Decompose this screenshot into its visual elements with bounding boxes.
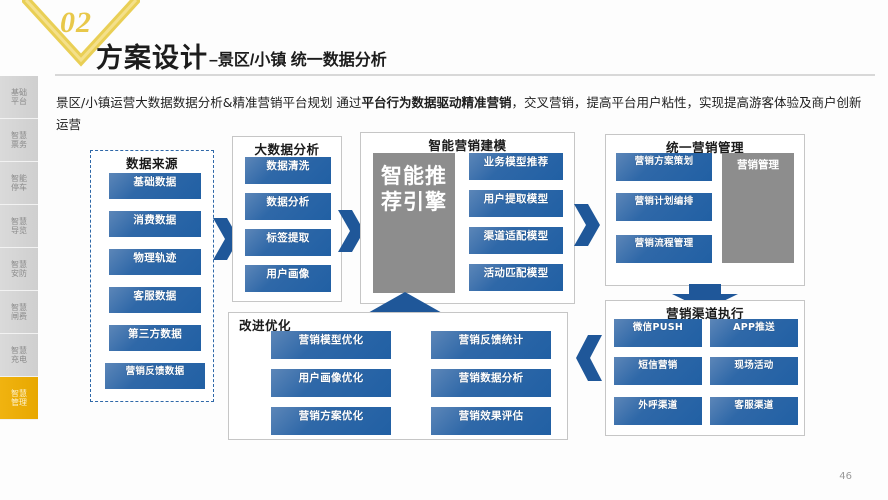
page-title-main: 方案设计 <box>96 43 208 74</box>
panel-title-unified-marketing: 统一营销管理 <box>665 140 744 155</box>
sidebar-item-1[interactable]: 智慧票务 <box>0 119 38 162</box>
sidebar-item-0[interactable]: 基础平台 <box>0 76 38 119</box>
chip-data-source-2[interactable]: 物理轨迹 <box>109 249 201 275</box>
sidebar-item-label-line1: 智慧 <box>11 389 27 398</box>
panel-title-big-data: 大数据分析 <box>254 142 320 157</box>
sidebar-item-label-line1: 智慧 <box>11 131 27 140</box>
intro-bold: 平台行为数据驱动精准营销 <box>361 95 512 110</box>
chip-big-data-3[interactable]: 用户画像 <box>245 265 331 292</box>
arrow-right-modeling-to-management <box>574 204 600 246</box>
chip-channel-right-0[interactable]: APP推送 <box>710 319 798 347</box>
page-number: 46 <box>839 471 852 482</box>
title-divider <box>55 74 875 76</box>
chip-improve-right-1[interactable]: 营销数据分析 <box>431 369 551 397</box>
arrow-right-bigdata-to-modeling <box>338 210 364 252</box>
sidebar-item-6[interactable]: 智慧充电 <box>0 334 38 377</box>
chip-improve-left-0[interactable]: 营销模型优化 <box>271 331 391 359</box>
arrow-up-improve-to-modeling <box>366 292 444 322</box>
panel-data-source: 数据来源 基础数据 消费数据 物理轨迹 客服数据 第三方数据 营销反馈数据 <box>90 150 214 402</box>
section-badge: 02 <box>22 0 140 74</box>
chip-channel-right-1[interactable]: 现场活动 <box>710 357 798 385</box>
chip-improve-right-0[interactable]: 营销反馈统计 <box>431 331 551 359</box>
chip-improve-right-2[interactable]: 营销效果评估 <box>431 407 551 435</box>
section-badge-number: 02 <box>60 6 92 39</box>
panel-title-channel-execution: 营销渠道执行 <box>665 306 744 321</box>
chip-channel-right-2[interactable]: 客服渠道 <box>710 397 798 425</box>
chip-smart-marketing-0[interactable]: 业务模型推荐 <box>469 153 563 180</box>
chip-data-source-3[interactable]: 客服数据 <box>109 287 201 313</box>
chip-data-source-0[interactable]: 基础数据 <box>109 173 201 199</box>
page-title: 方案设计–景区/小镇 统一数据分析 <box>96 36 387 75</box>
sidebar-item-5[interactable]: 智慧闸费 <box>0 291 38 334</box>
sidebar-item-label-line2: 闸费 <box>11 312 27 321</box>
chip-smart-marketing-1[interactable]: 用户提取模型 <box>469 190 563 217</box>
panel-title-smart-marketing: 智能营销建模 <box>428 138 507 153</box>
sidebar-item-label-line1: 智慧 <box>11 346 27 355</box>
sidebar-item-7-active[interactable]: 智慧管理 <box>0 377 38 420</box>
panel-channel-execution: 营销渠道执行 微信PUSH 短信营销 外呼渠道 APP推送 现场活动 客服渠道 <box>605 300 805 436</box>
panel-big-data: 大数据分析 数据清洗 数据分析 标签提取 用户画像 <box>232 136 342 302</box>
chip-big-data-1[interactable]: 数据分析 <box>245 193 331 220</box>
intro-part1: 景区/小镇运营大数据数据分析&精准营销平台规划 通过 <box>56 95 362 110</box>
slide-header: 02 方案设计–景区/小镇 统一数据分析 <box>0 0 888 76</box>
sidebar-nav[interactable]: 基础平台 智慧票务 智能停车 智慧导览 智慧安防 智慧闸费 智慧充电 智慧管理 <box>0 76 38 426</box>
sidebar-item-label-line2: 管理 <box>11 398 27 407</box>
sidebar-item-2[interactable]: 智能停车 <box>0 162 38 205</box>
arrow-left-channel-to-improve <box>576 335 602 381</box>
sidebar-item-label-line1: 智慧 <box>11 303 27 312</box>
chip-big-data-2[interactable]: 标签提取 <box>245 229 331 256</box>
panel-title-data-source: 数据来源 <box>125 156 178 171</box>
chip-smart-marketing-3[interactable]: 活动匹配模型 <box>469 264 563 291</box>
page-title-sub: –景区/小镇 统一数据分析 <box>209 52 387 69</box>
sidebar-item-4[interactable]: 智慧安防 <box>0 248 38 291</box>
chip-smart-marketing-2[interactable]: 渠道适配模型 <box>469 227 563 254</box>
panel-unified-marketing: 统一营销管理 营销方案策划 营销计划编排 营销流程管理 营销管理 <box>605 134 805 286</box>
sidebar-item-label-line1: 智慧 <box>11 217 27 226</box>
sidebar-item-3[interactable]: 智慧导览 <box>0 205 38 248</box>
chip-data-source-1[interactable]: 消费数据 <box>109 211 201 237</box>
sidebar-item-label-line2: 平台 <box>11 97 27 106</box>
chip-channel-left-2[interactable]: 外呼渠道 <box>614 397 702 425</box>
panel-title-improve-optimize: 改进优化 <box>239 318 292 333</box>
chip-data-source-5[interactable]: 营销反馈数据 <box>105 363 205 389</box>
chip-improve-left-1[interactable]: 用户画像优化 <box>271 369 391 397</box>
engine-box-recommendation[interactable]: 智能推荐引擎 <box>373 153 455 293</box>
sidebar-item-label-line1: 基础 <box>11 88 27 97</box>
arrow-down-management-to-channel <box>672 284 738 310</box>
chip-channel-left-0[interactable]: 微信PUSH <box>614 319 702 347</box>
sidebar-item-label-line1: 智能 <box>11 174 27 183</box>
sidebar-item-label-line2: 导览 <box>11 226 27 235</box>
chevron-down-icon <box>22 0 140 67</box>
chip-channel-left-1[interactable]: 短信营销 <box>614 357 702 385</box>
chip-unified-marketing-2[interactable]: 营销流程管理 <box>616 235 712 263</box>
chip-big-data-0[interactable]: 数据清洗 <box>245 157 331 184</box>
sidebar-item-label-line2: 安防 <box>11 269 27 278</box>
chip-unified-marketing-0[interactable]: 营销方案策划 <box>616 153 712 181</box>
chip-improve-left-2[interactable]: 营销方案优化 <box>271 407 391 435</box>
chip-data-source-4[interactable]: 第三方数据 <box>109 325 201 351</box>
gray-box-marketing-management[interactable]: 营销管理 <box>722 153 794 263</box>
intro-paragraph: 景区/小镇运营大数据数据分析&精准营销平台规划 通过平台行为数据驱动精准营销，交… <box>56 92 872 136</box>
intro-part2: ，交叉营销，提高平台用户粘性，实现提高游客体验及商户创新运营 <box>56 95 862 132</box>
panel-improve-optimize: 改进优化 营销模型优化 用户画像优化 营销方案优化 营销反馈统计 营销数据分析 … <box>228 312 568 440</box>
sidebar-item-label-line2: 票务 <box>11 140 27 149</box>
panel-smart-marketing: 智能营销建模 智能推荐引擎 业务模型推荐 用户提取模型 渠道适配模型 活动匹配模… <box>360 132 575 304</box>
sidebar-item-label-line2: 充电 <box>11 355 27 364</box>
sidebar-item-label-line2: 停车 <box>11 183 27 192</box>
sidebar-item-label-line1: 智慧 <box>11 260 27 269</box>
chip-unified-marketing-1[interactable]: 营销计划编排 <box>616 193 712 221</box>
